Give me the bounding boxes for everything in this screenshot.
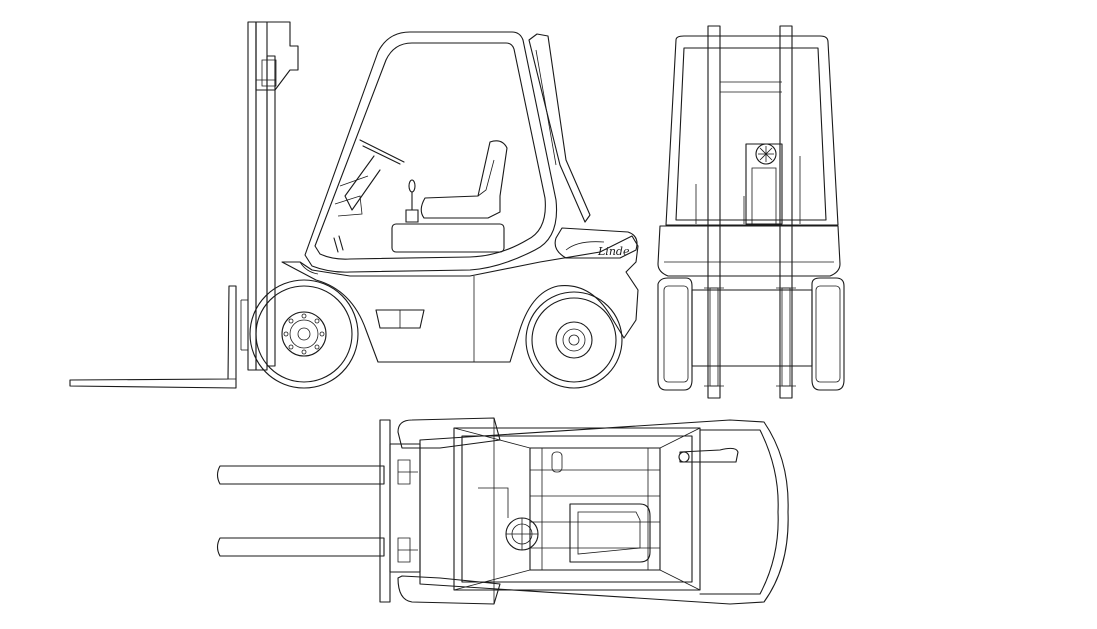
side-steering — [335, 140, 418, 222]
side-pedal — [334, 236, 343, 252]
top-carriage — [380, 420, 420, 602]
side-view: Linde — [70, 22, 638, 388]
side-mast — [241, 22, 275, 370]
side-front-wheel — [250, 280, 358, 388]
side-cab-frame — [305, 32, 590, 272]
rear-mast-left — [704, 26, 724, 398]
top-guard — [454, 428, 700, 590]
rear-seat — [696, 144, 800, 224]
top-view — [218, 418, 789, 604]
top-forks — [218, 466, 385, 556]
rear-view — [658, 26, 844, 398]
rear-guard — [666, 36, 838, 225]
top-front-wheels — [398, 418, 500, 604]
rear-body — [658, 226, 840, 276]
top-exhaust — [679, 448, 738, 462]
rear-mast-right — [776, 26, 796, 398]
top-seat — [552, 452, 650, 562]
side-body — [282, 228, 638, 362]
side-fork — [70, 286, 236, 388]
rear-tyres — [658, 278, 844, 390]
side-rear-wheel — [526, 292, 622, 388]
side-logo: Linde — [597, 245, 630, 258]
side-seat — [392, 141, 507, 252]
top-steering-wheel — [478, 488, 538, 550]
top-body — [420, 418, 788, 604]
side-mast-head — [256, 22, 298, 90]
